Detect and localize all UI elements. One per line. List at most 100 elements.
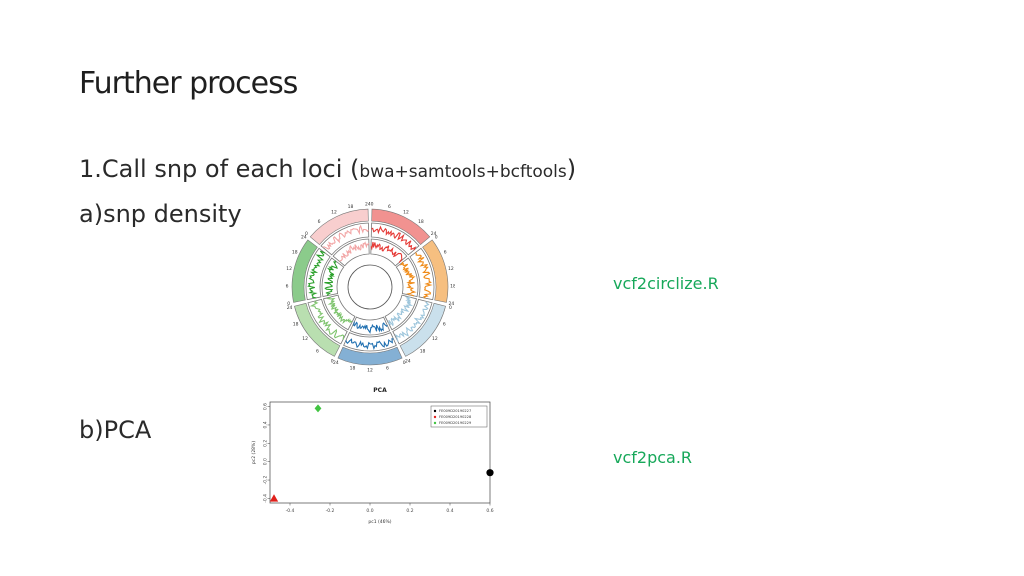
data-point-circle [486, 469, 494, 477]
circos-tick-label: 0 [287, 301, 290, 307]
circos-tick-label: 6 [286, 283, 289, 289]
circos-track-box [307, 298, 348, 345]
circos-tick-label: 18 [350, 366, 356, 372]
circos-sector: 0 6 12 18 24 [395, 234, 455, 307]
y-tick-label: -0.4 [263, 494, 269, 503]
circos-tick-label: 24 [431, 231, 437, 237]
circos-band [291, 239, 318, 303]
circos-density-line [370, 241, 403, 263]
circos-density-line [395, 301, 430, 342]
circos-track-box [395, 257, 419, 297]
circos-band [309, 208, 369, 245]
x-tick-label: 0.4 [446, 508, 453, 514]
circos-tick-label: 18 [418, 219, 424, 225]
step-1-prefix: 1.Call snp of each loci ( [79, 155, 360, 183]
circos-band [294, 302, 341, 357]
x-tick-label: 0.2 [406, 508, 413, 514]
circos-sector: 0 6 12 18 24 [287, 294, 356, 364]
x-tick-label: 0.0 [366, 508, 373, 514]
circos-tick-label: 6 [444, 249, 447, 255]
circos-tick-label: 24 [287, 305, 293, 311]
x-tick-label: 0.6 [486, 508, 493, 514]
circos-tick-label: 12 [367, 368, 373, 373]
circos-tick-label: 12 [448, 266, 454, 272]
circos-density-line [399, 261, 417, 297]
legend-marker [433, 421, 437, 425]
circos-tick-label: 18 [292, 249, 298, 255]
legend-marker [433, 409, 437, 413]
circos-tick-label: 0 [371, 202, 374, 208]
circos-center [347, 264, 393, 310]
y-tick-label: -0.2 [263, 476, 269, 485]
circos-density-line [387, 296, 414, 327]
circos-tick-label: 24 [365, 202, 371, 208]
circos-tick-label: 6 [443, 321, 446, 327]
circos-sector: 0 6 12 18 24 [286, 234, 345, 307]
step-a-text: a)snp density [79, 200, 242, 228]
circos-tick-label: 24 [333, 360, 339, 366]
circos-tick-label: 18 [348, 204, 354, 210]
circos-tick-label: 6 [318, 219, 321, 225]
y-axis-label: pc2 (28%) [251, 441, 257, 464]
circos-tick-label: 18 [450, 283, 455, 289]
slide-title: Further process [79, 66, 298, 101]
y-tick-label: 0.2 [263, 440, 269, 447]
circos-density-line [326, 296, 353, 325]
circos-tick-label: 0 [331, 358, 334, 364]
x-tick-label: -0.2 [326, 508, 335, 514]
legend-label: FE009D20190227 [439, 409, 471, 413]
circos-sector: 0 6 12 18 24 [384, 294, 452, 364]
circos-tick-label: 12 [331, 210, 337, 216]
circos-density-line [353, 321, 388, 334]
legend-box [430, 405, 488, 428]
circos-density-line [324, 260, 338, 296]
circos-tick-label: 18 [420, 349, 426, 355]
step-1-suffix: ) [566, 155, 577, 183]
circos-density-line [309, 300, 345, 340]
circos-track-box [409, 247, 435, 301]
step-1-text: 1.Call snp of each loci (bwa+samtools+bc… [79, 155, 576, 183]
circos-band [337, 346, 403, 366]
script-name-circlize: vcf2circlize.R [613, 274, 719, 293]
circos-density-line [371, 225, 417, 251]
circos-sector: 0 6 12 18 24 [305, 202, 371, 267]
x-tick-label: -0.4 [286, 508, 295, 514]
circos-tick-label: 12 [286, 266, 292, 272]
y-tick-label: 0.0 [263, 458, 269, 465]
circos-density-line [415, 252, 433, 299]
circos-tick-label: 24 [301, 234, 307, 240]
circos-density-line [345, 338, 394, 351]
circos-density-line [322, 224, 370, 250]
circos-tick-label: 0 [403, 360, 406, 366]
script-name-pca: vcf2pca.R [613, 448, 693, 467]
legend-label: FE009D20190229 [439, 421, 472, 425]
y-tick-label: 0.6 [263, 403, 269, 410]
circos-band [399, 302, 446, 357]
circos-tick-label: 0 [305, 231, 308, 237]
step-b-text: b)PCA [79, 416, 152, 444]
circos-density-line [339, 241, 370, 262]
x-axis-label: pc1 (46%) [368, 519, 391, 525]
circos-tick-label: 6 [386, 366, 389, 372]
circos-sector: 0 6 12 18 24 [333, 316, 406, 373]
circos-tick-label: 12 [403, 210, 409, 216]
circos-density-line [307, 250, 326, 299]
circos-tick-label: 12 [302, 336, 308, 342]
step-1-tools: bwa+samtools+bcftools [359, 162, 567, 182]
circos-tick-label: 24 [448, 301, 454, 307]
legend-label: FE009D20190228 [439, 415, 472, 419]
circos-tick-label: 18 [293, 321, 299, 327]
circos-tick-label: 0 [449, 305, 452, 311]
y-tick-label: 0.4 [263, 421, 269, 428]
circos-tick-label: 0 [435, 234, 438, 240]
circos-tick-label: 24 [405, 358, 411, 364]
circos-tick-label: 12 [432, 336, 438, 342]
legend-marker [433, 415, 437, 419]
circos-band [371, 208, 431, 245]
circos-band [422, 239, 449, 303]
data-point-triangle [269, 494, 279, 502]
circos-tick-label: 6 [316, 349, 319, 355]
